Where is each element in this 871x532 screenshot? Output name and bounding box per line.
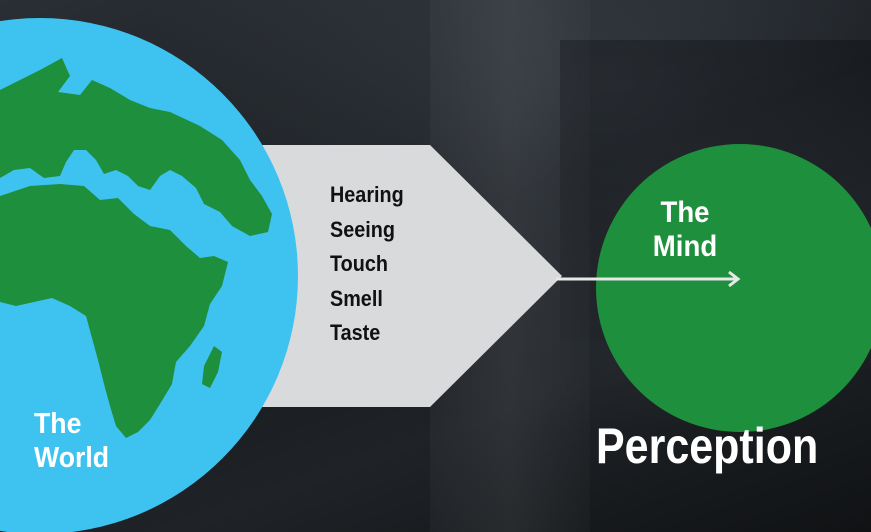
- world-globe-icon: [0, 18, 298, 532]
- arrow-head-icon: [728, 270, 741, 288]
- mind-label: The Mind: [607, 196, 763, 263]
- world-label-line1: The: [34, 408, 82, 440]
- senses-arrow-shape: [255, 145, 562, 407]
- mind-circle: [596, 144, 871, 432]
- sense-item-smell: Smell: [330, 285, 383, 311]
- sense-item-hearing: Hearing: [330, 182, 404, 207]
- world-label-line2: World: [34, 441, 110, 474]
- mind-label-line1: The: [660, 196, 710, 229]
- mind-label-line2: Mind: [652, 229, 718, 263]
- sense-item-touch: Touch: [330, 251, 388, 276]
- perception-title: Perception: [596, 418, 819, 474]
- sense-item-seeing: Seeing: [330, 216, 395, 242]
- world-label: The World: [34, 408, 109, 475]
- senses-list: Hearing Seeing Touch Smell Taste: [330, 178, 412, 351]
- africa-landmass: [0, 184, 228, 438]
- sense-item-taste: Taste: [330, 320, 381, 345]
- madagascar-landmass: [202, 346, 222, 388]
- europe-landmass: [0, 58, 272, 236]
